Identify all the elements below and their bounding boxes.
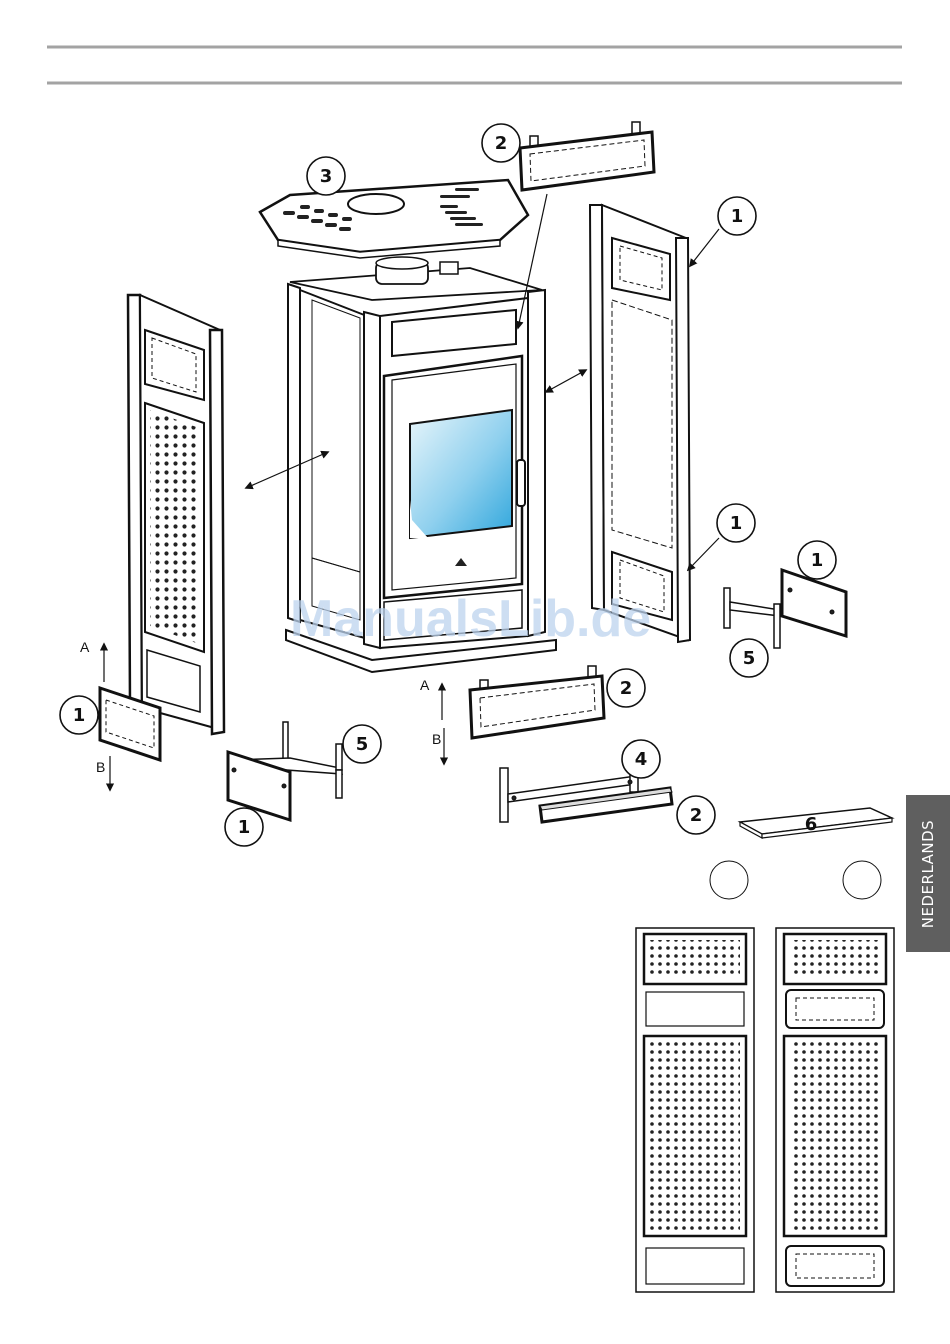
- callout-right-1c: 1: [811, 550, 824, 571]
- watermark: ManualsLib.de: [290, 590, 651, 648]
- callout-left-1b: 1: [238, 817, 251, 838]
- right-side-panel: [590, 205, 690, 642]
- label-b-center: B: [432, 731, 441, 747]
- callout-right-1b: 1: [730, 513, 743, 534]
- callout-left-5: 5: [356, 734, 369, 755]
- callout-front-2b: 2: [690, 805, 703, 826]
- callout-top-2: 2: [495, 133, 508, 154]
- label-a-center: A: [420, 677, 430, 693]
- right-bracket-assembly: [724, 570, 846, 648]
- front-lower-panel: [470, 666, 604, 738]
- callout-right-5: 5: [743, 648, 756, 669]
- callout-front-2a: 2: [620, 678, 633, 699]
- panel-variant-right: [776, 928, 894, 1292]
- panel-variant-left: [636, 928, 754, 1292]
- callout-top-3: 3: [320, 166, 333, 187]
- shelf-panel: [710, 808, 892, 899]
- label-b-left: B: [96, 759, 105, 775]
- language-tab: NEDERLANDS: [906, 795, 950, 952]
- callout-shelf-6: 6: [805, 814, 818, 835]
- top-rear-panel: [520, 122, 654, 190]
- language-tab-label: NEDERLANDS: [919, 819, 937, 927]
- top-lid: [260, 180, 528, 258]
- callout-right-1a: 1: [731, 206, 744, 227]
- callout-left-1a: 1: [73, 705, 86, 726]
- callout-front-4: 4: [635, 749, 648, 770]
- label-a-left: A: [80, 639, 90, 655]
- left-side-panel: [128, 295, 224, 734]
- left-bracket-assembly: [228, 722, 342, 820]
